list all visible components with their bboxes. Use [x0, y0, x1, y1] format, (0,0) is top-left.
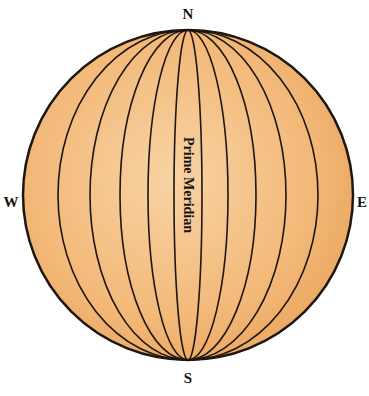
meridian-lines — [58, 30, 318, 360]
meridian-line — [148, 30, 228, 360]
compass-label: E — [357, 195, 367, 210]
compass-label: W — [4, 195, 19, 210]
meridian-line — [174, 30, 202, 360]
meridian-line — [120, 30, 256, 360]
meridian-line — [58, 30, 318, 360]
meridian-line — [90, 30, 286, 360]
meridian-label: Prime Meridian — [181, 137, 195, 233]
compass-label: N — [183, 7, 194, 22]
globe-outline — [23, 30, 353, 360]
compass-label: S — [184, 371, 192, 386]
